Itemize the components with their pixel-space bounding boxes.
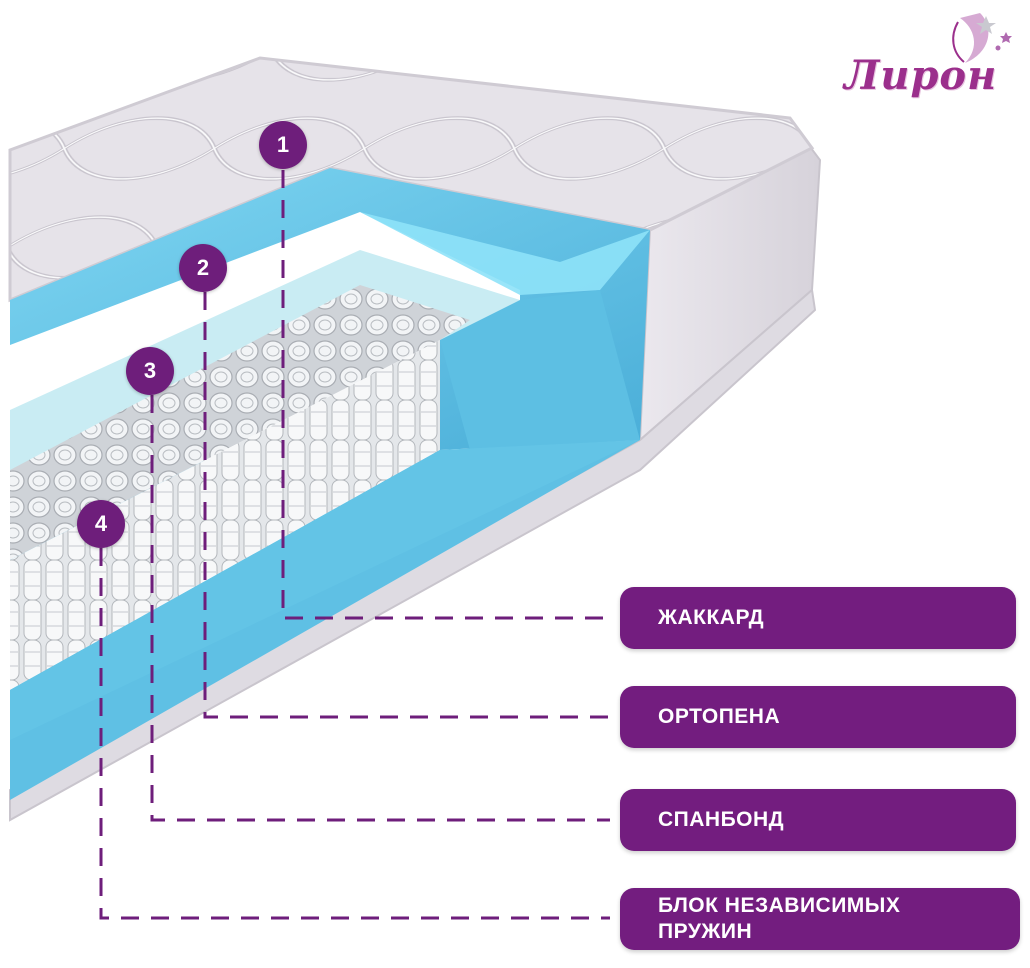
fairy-icon (952, 13, 1012, 63)
logo-wordmark: Лирон (844, 52, 998, 99)
layer-badge-2: 2 (179, 244, 227, 292)
layer-label-spring-block: БЛОК НЕЗАВИСИМЫХ ПРУЖИН (620, 888, 1020, 950)
layer-badge-4: 4 (77, 500, 125, 548)
leader-lines (99, 170, 610, 920)
layer-label-orthofoam: ОРТОПЕНА (620, 686, 1016, 748)
layer-label-jacquard: ЖАККАРД (620, 587, 1016, 649)
leader-line-2 (203, 292, 610, 719)
leader-line-3 (150, 395, 610, 822)
spring-block-front (10, 340, 440, 690)
leader-line-1 (281, 170, 610, 620)
layer-badge-1: 1 (259, 121, 307, 169)
spring-block-top (10, 285, 470, 560)
layer-label-spanbond: СПАНБОНД (620, 789, 1016, 851)
layer-badge-3: 3 (126, 347, 174, 395)
foam-side-top (360, 212, 650, 295)
brand-logo: Лирон (840, 8, 1020, 108)
foam-lower-strip (10, 440, 640, 740)
foam-pillar (440, 290, 640, 450)
leader-line-4 (99, 548, 610, 920)
